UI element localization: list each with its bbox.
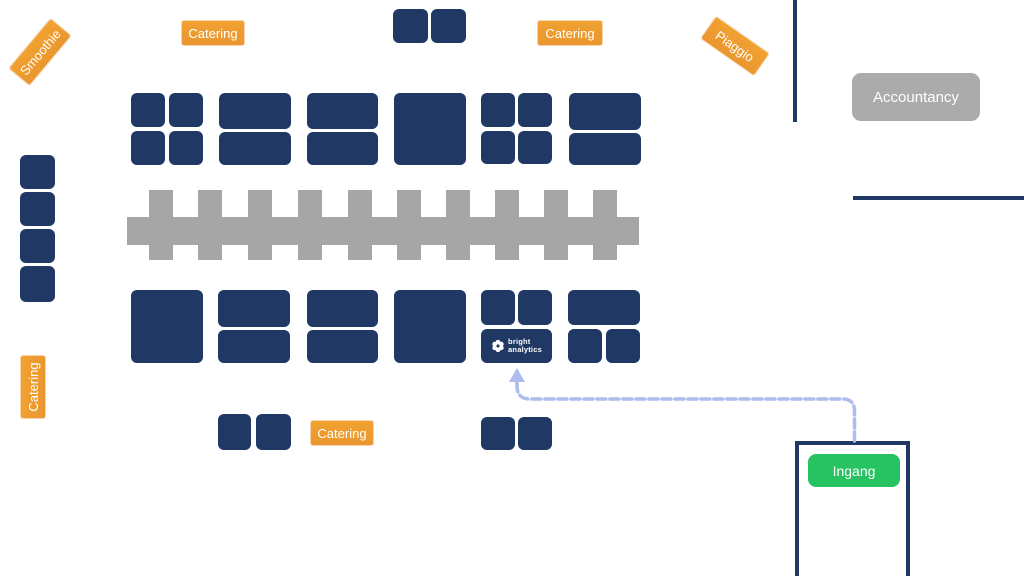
booth-rect[interactable] xyxy=(169,131,203,165)
accountancy-zone[interactable]: Accountancy xyxy=(852,73,980,121)
booth-rect[interactable] xyxy=(606,329,640,363)
booth-rect[interactable] xyxy=(393,9,428,43)
booth-rect[interactable] xyxy=(20,266,55,302)
bright-analytics-logo-icon xyxy=(492,339,504,353)
label-smoothie[interactable]: Smoothie xyxy=(9,19,71,85)
booth-rect[interactable] xyxy=(169,93,203,127)
booth-rect[interactable] xyxy=(481,131,515,164)
booth-rect[interactable] xyxy=(481,417,515,450)
booth-rect[interactable] xyxy=(481,93,515,127)
booth-rect[interactable] xyxy=(256,414,291,450)
booth-rect[interactable] xyxy=(131,290,203,363)
booth-rect[interactable] xyxy=(20,192,55,226)
table-bench xyxy=(127,217,639,245)
booth-rect[interactable] xyxy=(20,229,55,263)
entrance-button[interactable]: Ingang xyxy=(808,454,900,487)
booth-rect[interactable] xyxy=(20,155,55,189)
booth-rect[interactable] xyxy=(394,290,466,363)
booth-rect[interactable] xyxy=(307,93,378,129)
booth-rect[interactable] xyxy=(431,9,466,43)
booth-rect[interactable] xyxy=(394,93,466,165)
label-catering-left[interactable]: Catering xyxy=(21,356,45,418)
booth-rect[interactable] xyxy=(569,93,641,130)
bright-analytics-label: bright analytics xyxy=(508,336,542,354)
booth-rect[interactable] xyxy=(218,330,290,363)
booth-rect[interactable] xyxy=(219,93,291,129)
booth-rect[interactable] xyxy=(518,417,552,450)
booth-rect[interactable] xyxy=(307,132,378,165)
booth-rect[interactable] xyxy=(568,290,640,325)
label-piaggio[interactable]: Piaggio xyxy=(701,16,769,76)
booth-rect[interactable] xyxy=(219,132,291,165)
booth-rect[interactable] xyxy=(569,133,641,165)
booth-rect[interactable] xyxy=(131,93,165,127)
booth-rect[interactable] xyxy=(218,414,251,450)
booth-rect[interactable] xyxy=(307,290,378,327)
label-catering-top-right[interactable]: Catering xyxy=(538,21,602,45)
booth-rect[interactable] xyxy=(518,131,552,164)
booth-rect[interactable] xyxy=(218,290,290,327)
booth-rect[interactable] xyxy=(307,330,378,363)
booth-rect[interactable] xyxy=(568,329,602,363)
label-catering-top-left[interactable]: Catering xyxy=(182,21,244,45)
entrance-enclosure xyxy=(795,441,910,576)
bright-analytics-booth[interactable]: bright analytics xyxy=(481,329,552,363)
wall-line xyxy=(793,0,797,122)
booth-rect[interactable] xyxy=(481,290,515,325)
booth-rect[interactable] xyxy=(518,93,552,127)
label-catering-bottom[interactable]: Catering xyxy=(311,421,373,445)
booth-rect[interactable] xyxy=(131,131,165,165)
wall-line xyxy=(853,196,1024,200)
booth-rect[interactable] xyxy=(518,290,552,325)
